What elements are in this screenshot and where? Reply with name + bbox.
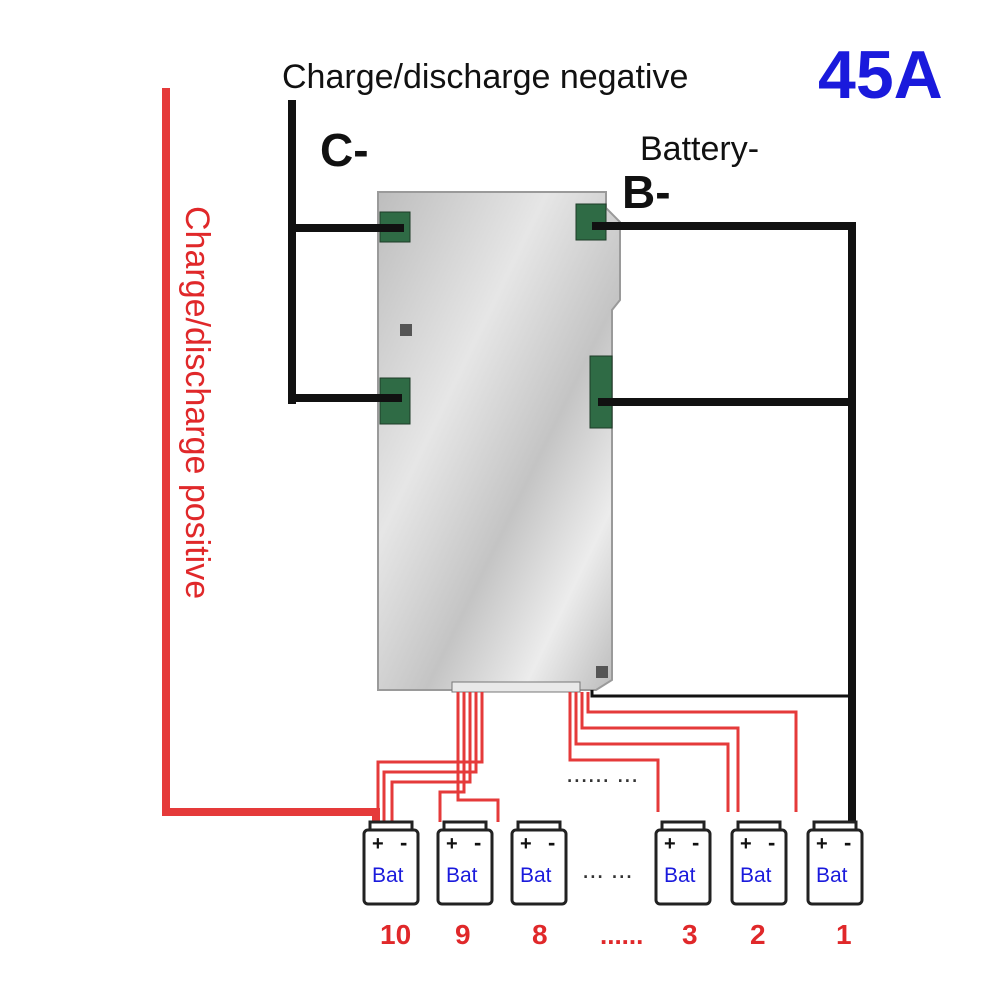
ellipsis-upper: ...... ...	[566, 758, 638, 788]
battery-label: Bat	[740, 864, 772, 887]
mount-hole	[596, 666, 608, 678]
battery-minus-sign: -	[548, 830, 555, 855]
battery-label: Bat	[520, 864, 552, 887]
battery-minus-sign: -	[692, 830, 699, 855]
battery-cell: +- Bat 2	[730, 820, 788, 950]
battery-label: Bat	[372, 864, 404, 887]
battery-number: 2	[750, 919, 766, 950]
battery-cell: +- Bat 3	[654, 820, 712, 950]
battery-cell: +- Bat 8	[510, 820, 568, 950]
battery-minus-sign: -	[768, 830, 775, 855]
balance-connector	[451, 681, 581, 693]
balance-wires	[376, 692, 798, 822]
b-minus-wire	[592, 222, 856, 826]
charge-discharge-negative-label: Charge/discharge negative	[282, 58, 688, 96]
ellipsis-middle: ... ...	[582, 854, 633, 884]
current-rating-label: 45A	[818, 37, 943, 113]
charge-discharge-positive-label: Charge/discharge positive	[178, 206, 216, 599]
battery-label: Bat	[446, 864, 478, 887]
battery-plus-sign: +	[816, 833, 828, 855]
b-minus-pad-bottom	[589, 355, 613, 429]
battery-plus-sign: +	[372, 833, 384, 855]
battery-body	[510, 828, 568, 906]
battery-cell: +- Bat 10	[362, 820, 420, 950]
battery-label: Bat	[664, 864, 696, 887]
battery-cell: +- Bat 9	[436, 820, 494, 950]
battery-cell: +- Bat 1	[806, 820, 864, 950]
battery-plus-sign: +	[740, 833, 752, 855]
battery-body	[362, 828, 420, 906]
battery-minus-sign: -	[844, 830, 851, 855]
bms-board	[377, 191, 621, 693]
battery-body	[654, 828, 712, 906]
c-minus-label: C-	[320, 124, 369, 176]
battery-body	[806, 828, 864, 906]
balance-wire-b	[590, 690, 848, 698]
b-minus-label: B-	[622, 166, 671, 218]
battery-body	[436, 828, 494, 906]
battery-label: Bat	[816, 864, 848, 887]
battery-plus-sign: +	[664, 833, 676, 855]
battery-number: 3	[682, 919, 698, 950]
battery-minus-sign: -	[400, 830, 407, 855]
c-minus-wire	[288, 100, 404, 404]
battery-minus-label: Battery-	[640, 130, 759, 168]
battery-number: 10	[380, 919, 411, 950]
ellipsis-bottom: ......	[600, 920, 643, 950]
battery-number: 1	[836, 919, 852, 950]
battery-minus-sign: -	[474, 830, 481, 855]
battery-number: 9	[455, 919, 471, 950]
mount-hole	[400, 324, 412, 336]
battery-body	[730, 828, 788, 906]
battery-number: 8	[532, 919, 548, 950]
battery-plus-sign: +	[446, 833, 458, 855]
battery-plus-sign: +	[520, 833, 532, 855]
